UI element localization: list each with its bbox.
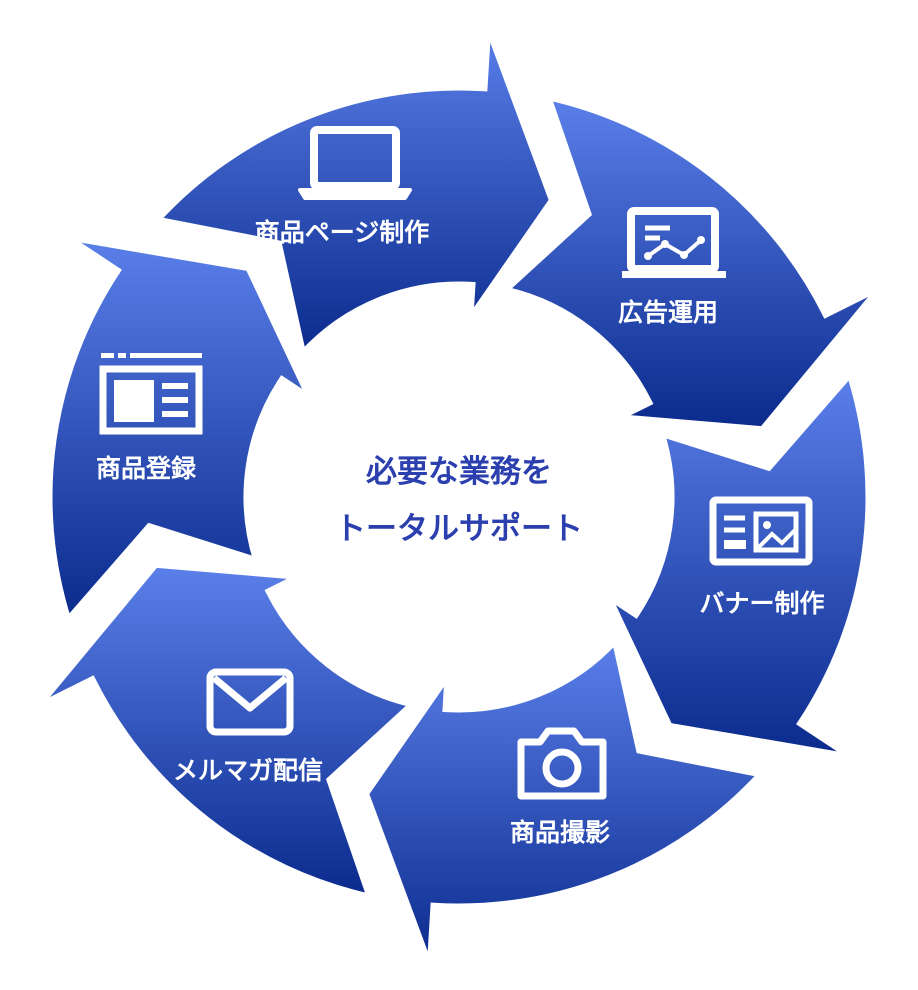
banner-image-icon [709,496,813,566]
segment-label-banner: バナー制作 [699,589,824,618]
center-title-line2: トータルサポート [335,511,583,547]
center-title-line1: 必要な業務を [366,454,552,490]
arrow-ad-operation [497,91,885,434]
segment-label-ad-operation: 広告運用 [618,298,718,327]
laptop-icon [298,126,412,200]
analytics-monitor-icon [622,207,726,278]
segment-label-product-registration: 商品登録 [96,454,197,483]
envelope-icon [206,668,294,736]
product-listing-icon [99,353,203,435]
segment-label-product-page: 商品ページ制作 [255,218,430,247]
segment-label-product-photo: 商品撮影 [510,818,610,847]
camera-icon [517,727,607,800]
arrow-banner [598,366,873,761]
segment-label-newsletter: メルマガ配信 [173,756,323,785]
arrow-product-photo [361,632,769,970]
